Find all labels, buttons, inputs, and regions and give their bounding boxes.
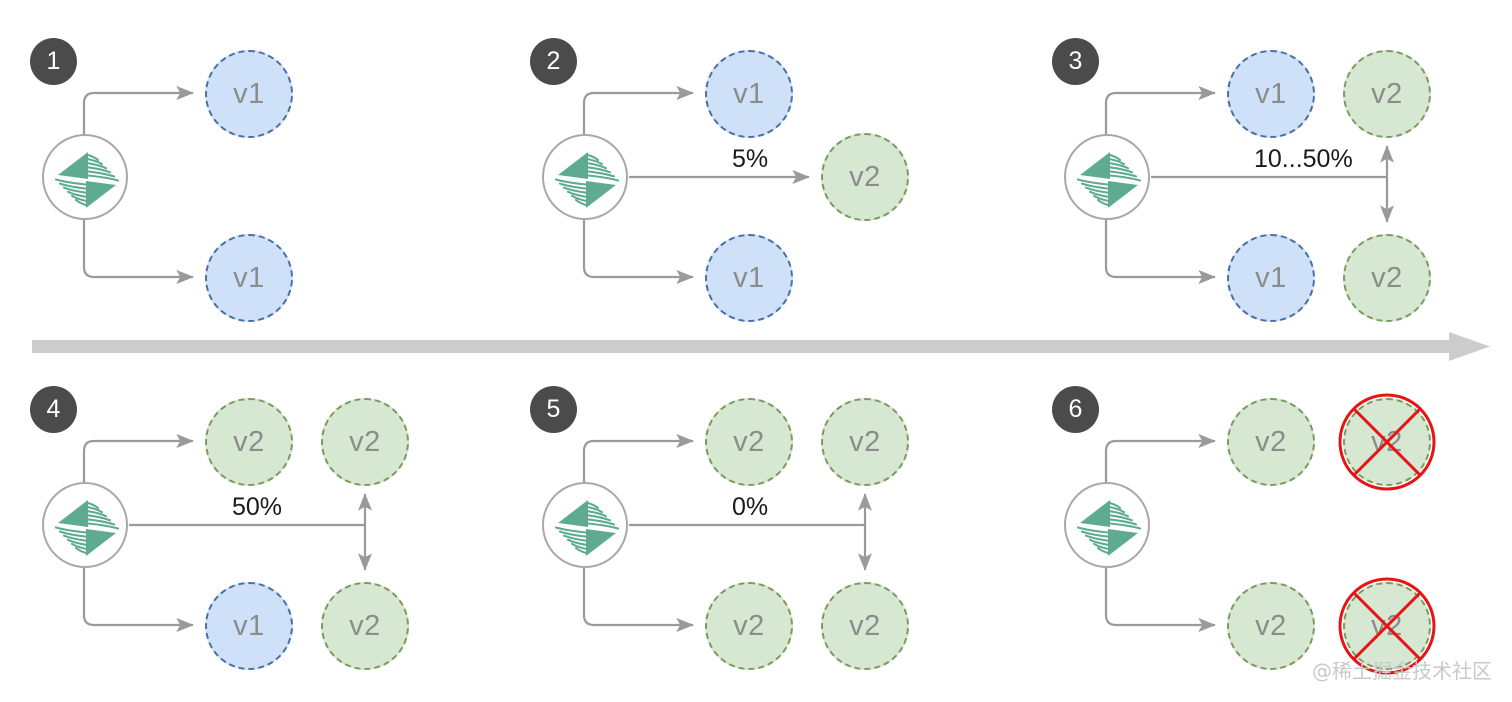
traefik-logo-icon — [42, 134, 128, 220]
step-panel-4: 4 50% v2 v1 v2 v2 — [0, 348, 490, 696]
service-instance-v1: v1 — [205, 50, 293, 138]
step-panel-1: 1 v1 v1 — [0, 0, 490, 348]
service-instance-v2: v2 — [205, 398, 293, 486]
watermark-text: @稀土掘金技术社区 — [1312, 659, 1492, 683]
service-instance-v2: v2 — [821, 398, 909, 486]
service-instance-v2: v2 — [705, 582, 793, 670]
service-instance-v1: v1 — [1227, 50, 1315, 138]
service-instance-v2: v2 — [1343, 398, 1431, 486]
service-instance-v2: v2 — [1227, 582, 1315, 670]
traffic-percentage-label: 5% — [732, 145, 769, 173]
traefik-logo-icon — [42, 482, 128, 568]
service-instance-v2: v2 — [1343, 50, 1431, 138]
service-instance-v2: v2 — [821, 133, 909, 221]
step-panel-5: 5 0% v2 v2 v2 v2 — [500, 348, 990, 696]
service-instance-v1: v1 — [205, 234, 293, 322]
traefik-logo-icon — [542, 134, 628, 220]
service-instance-v2: v2 — [1227, 398, 1315, 486]
service-instance-v2: v2 — [821, 582, 909, 670]
service-instance-v2: v2 — [321, 582, 409, 670]
step-number-badge: 4 — [30, 386, 77, 433]
service-instance-v2: v2 — [1343, 234, 1431, 322]
service-instance-v1: v1 — [205, 582, 293, 670]
service-instance-v2: v2 — [705, 398, 793, 486]
time-axis-arrow — [32, 332, 1490, 361]
service-instance-v1: v1 — [705, 50, 793, 138]
step-number-badge: 3 — [1052, 38, 1099, 85]
step-panel-3: 3 10...50% v1 v1 v2 v2 — [1022, 0, 1512, 348]
traffic-percentage-label: 50% — [232, 493, 283, 521]
traefik-logo-icon — [1064, 482, 1150, 568]
traffic-percentage-label: 0% — [732, 493, 769, 521]
service-instance-v2: v2 — [321, 398, 409, 486]
step-panel-2: 2 5% v1 v1 v2 — [500, 0, 990, 348]
traffic-percentage-label: 10...50% — [1254, 145, 1353, 173]
step-number-badge: 5 — [530, 386, 577, 433]
step-number-badge: 1 — [30, 38, 77, 85]
service-instance-v1: v1 — [1227, 234, 1315, 322]
traefik-logo-icon — [542, 482, 628, 568]
step-number-badge: 2 — [530, 38, 577, 85]
service-instance-v1: v1 — [705, 234, 793, 322]
traefik-logo-icon — [1064, 134, 1150, 220]
step-number-badge: 6 — [1052, 386, 1099, 433]
